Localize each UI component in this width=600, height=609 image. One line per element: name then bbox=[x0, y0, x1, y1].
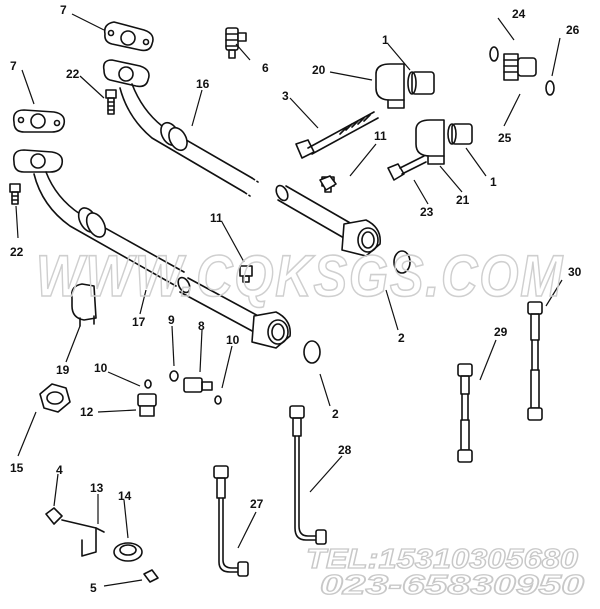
bolt-lower bbox=[9, 183, 21, 205]
contact-tel: TEL:15310305680 bbox=[306, 543, 578, 574]
pipe-rear-lower bbox=[177, 276, 292, 349]
callout-19: 19 bbox=[56, 363, 70, 377]
callout-16: 16 bbox=[196, 77, 210, 91]
callout-20: 20 bbox=[312, 63, 326, 77]
callout-9: 9 bbox=[168, 313, 175, 327]
connector-25 bbox=[489, 46, 555, 96]
callout-4: 4 bbox=[56, 463, 63, 477]
clamp-19 bbox=[70, 283, 97, 327]
callout-3: 3 bbox=[282, 89, 289, 103]
callout-10: 10 bbox=[94, 361, 108, 375]
callout-6: 6 bbox=[262, 61, 269, 75]
callout-29: 29 bbox=[494, 325, 508, 339]
fitting-12 bbox=[137, 379, 157, 417]
long-bolt bbox=[295, 111, 379, 159]
callout-25: 25 bbox=[498, 131, 512, 145]
screw-5 bbox=[143, 569, 159, 583]
gasket-upper bbox=[103, 21, 154, 52]
tube-29 bbox=[457, 363, 473, 463]
o-ring-lower bbox=[303, 340, 321, 364]
tube-27 bbox=[213, 465, 249, 577]
callout-22: 22 bbox=[10, 245, 24, 259]
contact-phone: 023-65830950 bbox=[320, 569, 585, 600]
watermark: WWW.CQKSGS.COM bbox=[36, 244, 564, 309]
callout-15: 15 bbox=[10, 461, 24, 475]
callout-27: 27 bbox=[250, 497, 264, 511]
callout-22: 22 bbox=[66, 67, 80, 81]
callout-30: 30 bbox=[568, 265, 582, 279]
callout-numbers: 7 7 6 1 1 20 24 26 25 22 22 16 3 11 11 2… bbox=[10, 3, 582, 595]
nut-15 bbox=[39, 383, 71, 413]
sensor-boss-lower bbox=[239, 265, 253, 283]
pipe-upper bbox=[102, 59, 259, 197]
tube-30 bbox=[527, 301, 543, 421]
leader-lines bbox=[15, 13, 563, 587]
callout-2: 2 bbox=[398, 331, 405, 345]
callout-14: 14 bbox=[118, 489, 132, 503]
callout-8: 8 bbox=[198, 319, 205, 333]
callout-7: 7 bbox=[10, 59, 17, 73]
callout-24: 24 bbox=[512, 7, 526, 21]
bracket-13 bbox=[45, 507, 105, 557]
short-bolt bbox=[387, 155, 427, 181]
pipe-rear-upper bbox=[275, 184, 382, 257]
pipe-lower bbox=[12, 149, 185, 287]
clip-14 bbox=[113, 542, 143, 562]
callout-26: 26 bbox=[566, 23, 580, 37]
elbow-fitting bbox=[225, 27, 247, 59]
callout-7: 7 bbox=[60, 3, 67, 17]
callout-11: 11 bbox=[210, 211, 223, 225]
callout-10: 10 bbox=[226, 333, 240, 347]
small-nut bbox=[319, 175, 337, 191]
clamp-20 bbox=[375, 63, 435, 109]
o-ring-upper bbox=[393, 250, 411, 274]
callout-11: 11 bbox=[374, 129, 387, 143]
callout-5: 5 bbox=[90, 581, 97, 595]
callout-12: 12 bbox=[80, 405, 94, 419]
callout-17: 17 bbox=[132, 315, 146, 329]
callout-2: 2 bbox=[332, 407, 339, 421]
callout-13: 13 bbox=[90, 481, 104, 495]
callout-1: 1 bbox=[382, 33, 389, 47]
fitting-8 bbox=[169, 370, 222, 405]
callout-23: 23 bbox=[420, 205, 434, 219]
bolt-upper bbox=[105, 89, 117, 115]
callout-21: 21 bbox=[456, 193, 470, 207]
callout-1: 1 bbox=[490, 175, 497, 189]
clamp-21 bbox=[415, 119, 473, 165]
tube-28 bbox=[289, 405, 327, 545]
callout-28: 28 bbox=[338, 443, 352, 457]
gasket-left bbox=[12, 109, 66, 133]
